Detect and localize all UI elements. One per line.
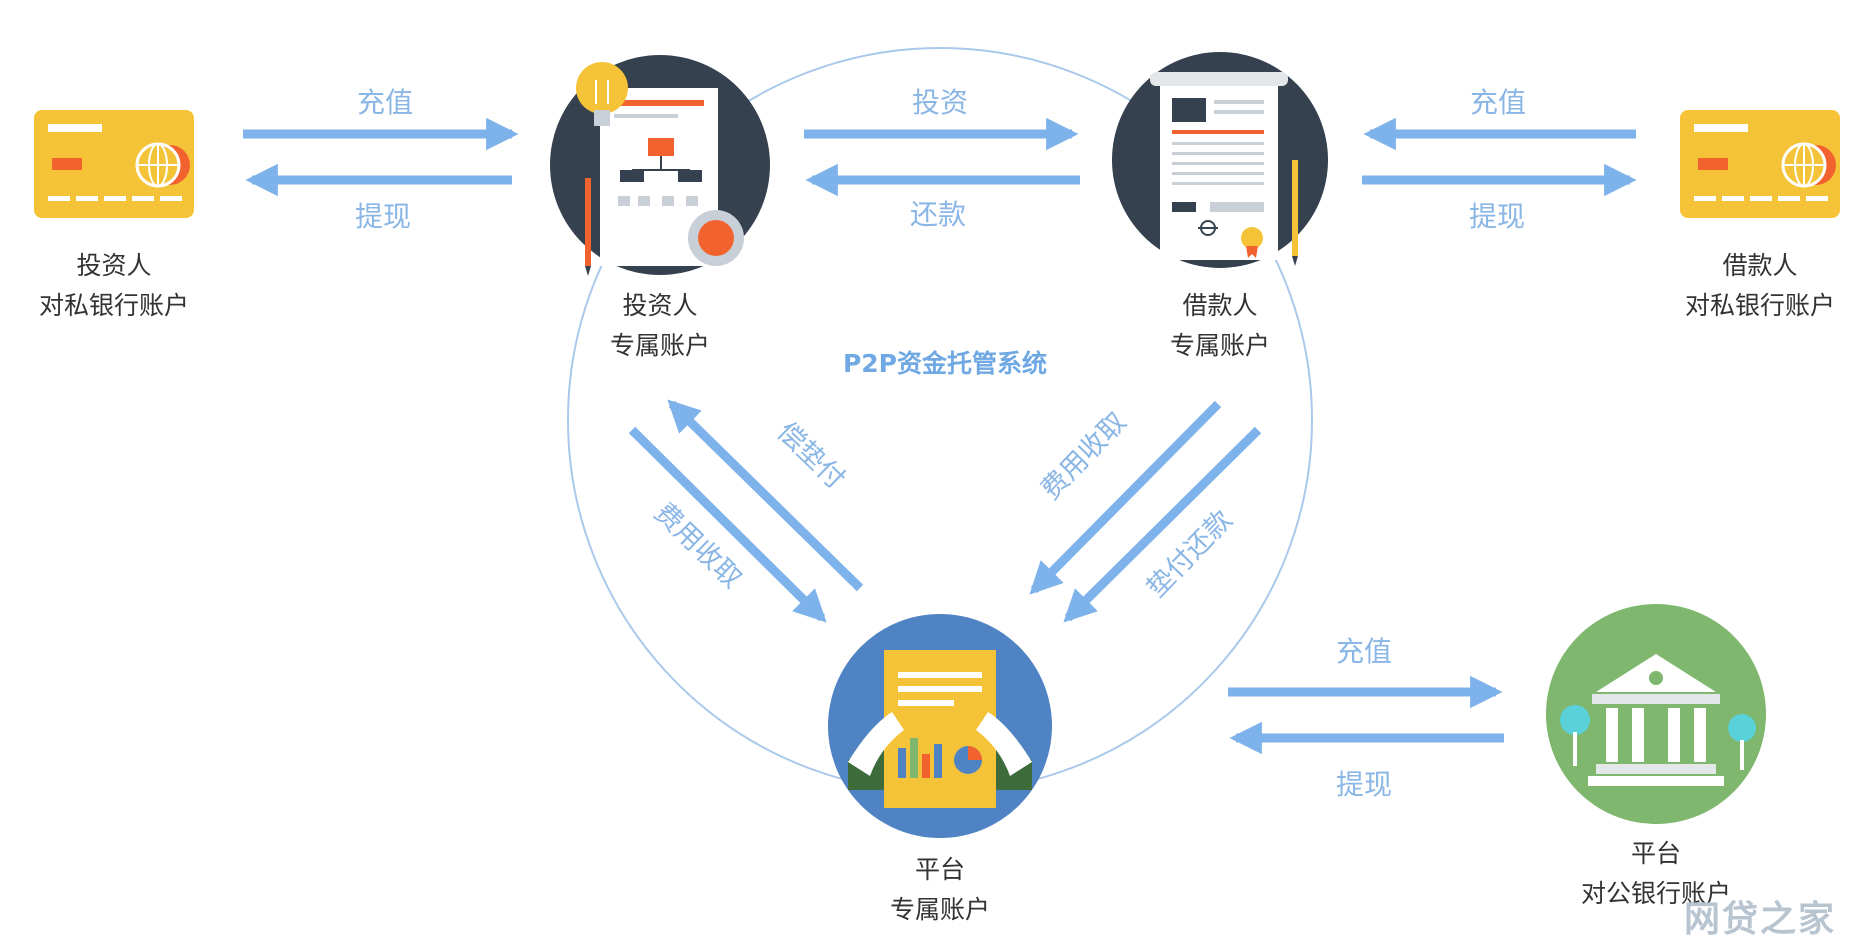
center-title: P2P资金托管系统 <box>843 349 1047 378</box>
label-investor-bank-line1: 投资人 <box>76 251 152 280</box>
flow-label-borrower-deposit: 充值 <box>1470 86 1526 119</box>
label-platform-account: 平台 专属账户 <box>840 850 1040 930</box>
flow-label-compensation-payment: 偿垫付 <box>771 417 851 496</box>
label-borrower-bank-line2: 对私银行账户 <box>1684 291 1835 320</box>
bank-building-icon <box>1546 604 1766 824</box>
flow-label-advance-repay: 垫付还款 <box>1141 504 1238 603</box>
contract-document-icon <box>1112 52 1328 268</box>
flow-label-borrower-withdraw: 提现 <box>1469 200 1525 233</box>
flow-borrower-withdraw: 提现 <box>1362 163 1637 233</box>
report-document-icon <box>828 614 1052 838</box>
label-borrower-bank-line1: 借款人 <box>1722 251 1798 280</box>
flow-investor-withdraw: 提现 <box>245 163 512 233</box>
label-investor-account-line1: 投资人 <box>622 291 698 320</box>
label-platform-account-line2: 专属账户 <box>889 895 990 924</box>
flow-label-repay: 还款 <box>910 198 966 231</box>
flow-investor-deposit: 充值 <box>243 86 519 151</box>
label-investor-account-line2: 专属账户 <box>609 331 710 360</box>
flow-label-platform-withdraw: 提现 <box>1336 768 1392 801</box>
flow-label-invest: 投资 <box>912 86 968 119</box>
document-lightbulb-icon <box>550 55 770 276</box>
label-platform-bank: 平台 对公银行账户 <box>1556 834 1756 914</box>
credit-card-icon <box>1680 110 1840 218</box>
label-platform-bank-line1: 平台 <box>1630 839 1681 868</box>
label-borrower-account-line2: 专属账户 <box>1169 331 1270 360</box>
flow-label-investor-fee: 费用收取 <box>648 497 747 594</box>
watermark: 网贷之家 <box>1683 899 1836 940</box>
flow-borrower-deposit: 充值 <box>1363 86 1636 151</box>
flow-label-borrower-fee: 费用收取 <box>1035 406 1132 505</box>
flow-platform-deposit: 充值 <box>1228 635 1503 709</box>
flow-label-investor-deposit: 充值 <box>357 86 413 119</box>
label-borrower-account: 借款人 专属账户 <box>1120 286 1320 366</box>
flow-invest: 投资 <box>804 86 1079 151</box>
flow-repay: 还款 <box>805 163 1080 231</box>
flow-label-investor-withdraw: 提现 <box>355 200 411 233</box>
flow-platform-withdraw: 提现 <box>1229 721 1504 801</box>
label-platform-account-line1: 平台 <box>914 855 965 884</box>
flow-label-platform-deposit: 充值 <box>1336 635 1392 668</box>
label-platform-bank-line2: 对公银行账户 <box>1580 879 1731 908</box>
credit-card-icon <box>34 110 194 218</box>
label-borrower-bank: 借款人 对私银行账户 <box>1660 246 1860 326</box>
label-investor-account: 投资人 专属账户 <box>560 286 760 366</box>
label-investor-bank-line2: 对私银行账户 <box>38 291 189 320</box>
label-borrower-account-line1: 借款人 <box>1182 291 1258 320</box>
label-investor-bank: 投资人 对私银行账户 <box>14 246 214 326</box>
